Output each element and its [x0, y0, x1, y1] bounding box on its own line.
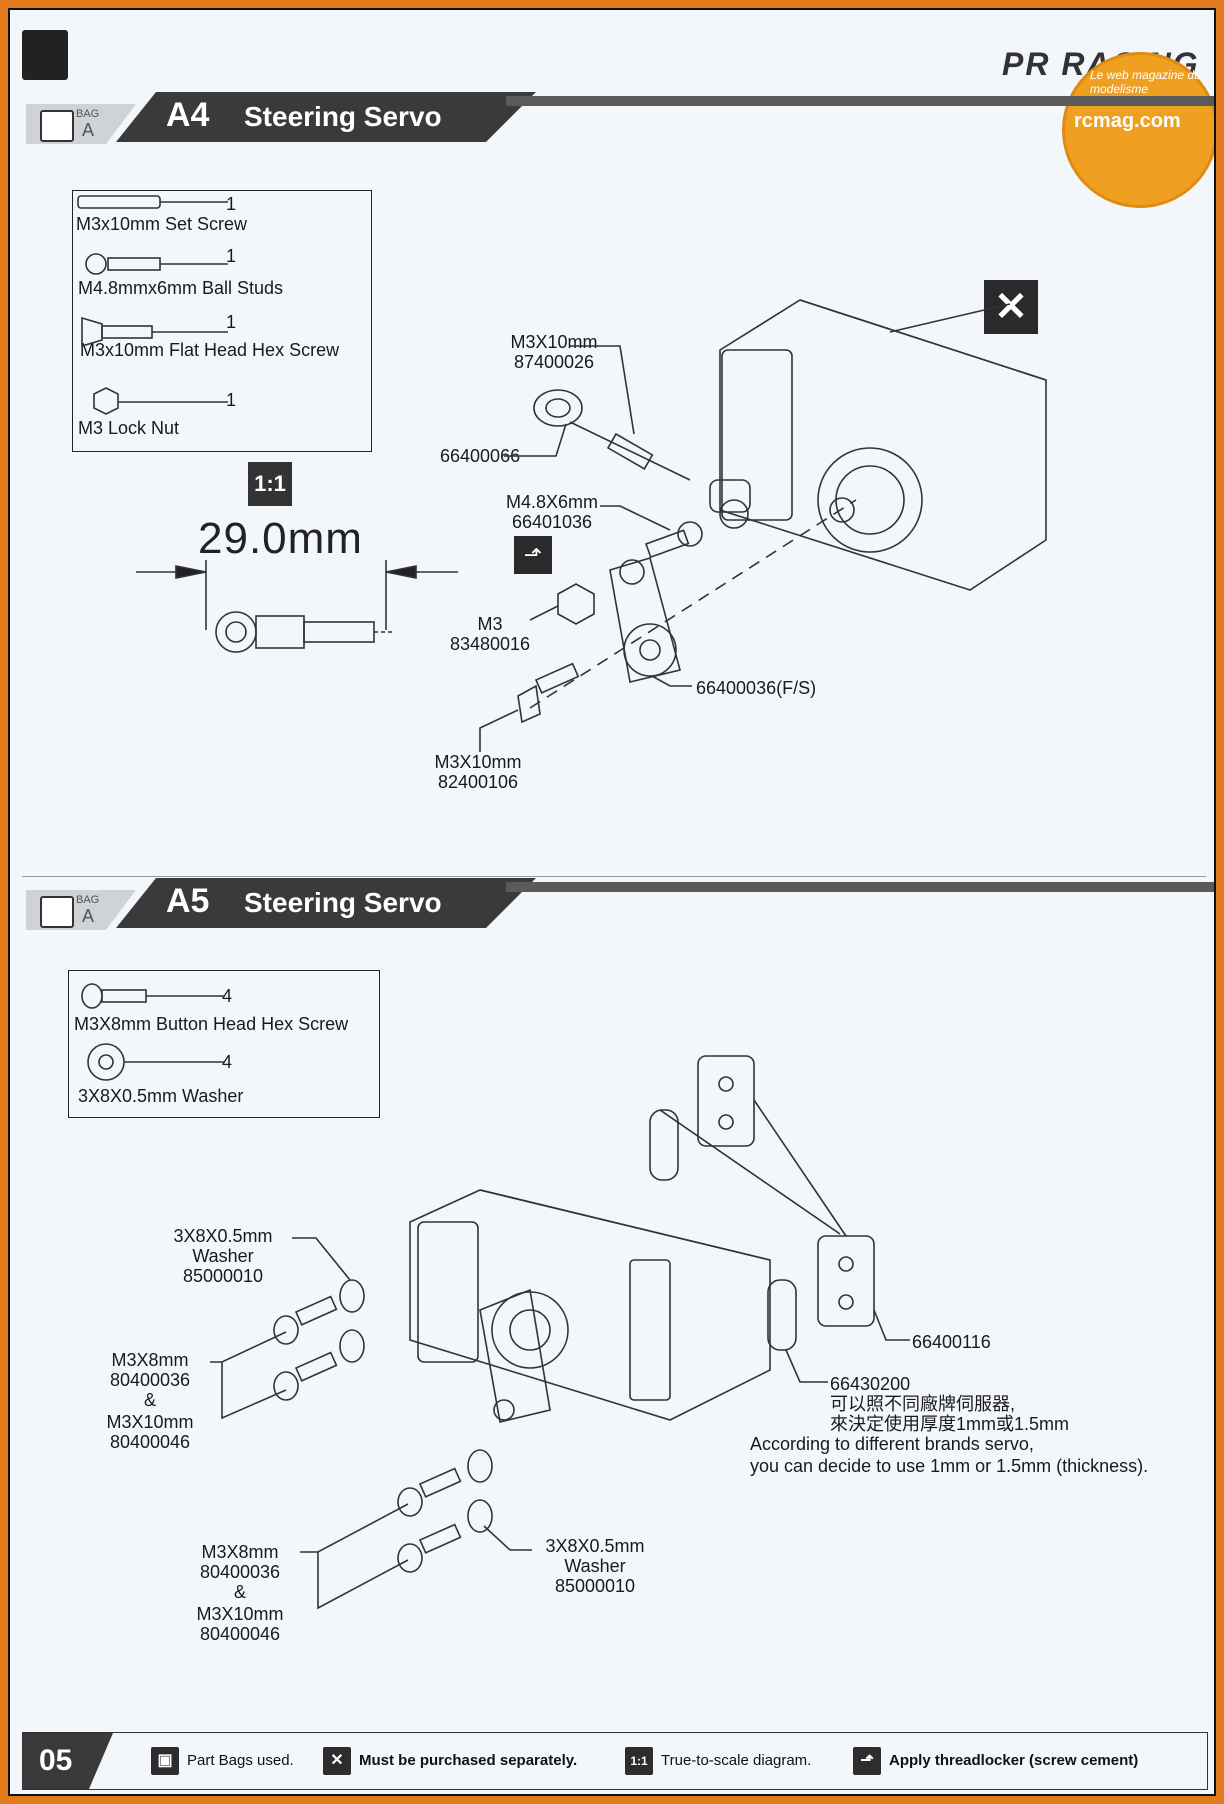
part-name: M3x10mm Set Screw [76, 214, 248, 234]
callout-setscrew-code: 87400026 [513, 352, 595, 372]
callout-nut-code: 83480016 [449, 634, 531, 654]
callout-mount-code: 66400116 [912, 1332, 991, 1352]
bag-icon [40, 896, 74, 928]
bag-label: BAG [76, 108, 100, 120]
rcmag-badge-text: rcmag.com [1074, 110, 1181, 132]
callout-screw-size: M3X10mm [106, 1412, 194, 1432]
step-code: A4 [166, 96, 210, 134]
callout-nut-size: M3 [477, 614, 503, 634]
callout-setscrew-size: M3X10mm [510, 332, 598, 352]
callout-and: & [143, 1390, 156, 1410]
part-qty: 1 [226, 194, 237, 214]
manual-page: PR RACING Le web magazine du modelisme r… [8, 8, 1216, 1796]
callout-washer-size: 3X8X0.5mm [545, 1536, 645, 1556]
callout-washer-code: 85000010 [554, 1576, 636, 1596]
legend-text: Must be purchased separately. [359, 1752, 578, 1769]
rcmag-badge [1062, 52, 1214, 208]
parts-box-a5 [68, 970, 380, 1118]
step-title: Steering Servo [244, 887, 442, 918]
section-divider [22, 876, 1206, 877]
footer-legend: 05 ▣ Part Bags used. ✕ Must be purchased… [22, 1732, 1208, 1790]
bag-label: BAG [76, 894, 100, 906]
legend-text: Apply threadlocker (screw cement) [889, 1752, 1139, 1769]
callout-and: & [233, 1582, 246, 1602]
bag-icon [40, 110, 74, 142]
part-name: M3 Lock Nut [78, 418, 180, 438]
part-qty: 4 [222, 986, 233, 1006]
callout-shim-note-cn: 來決定使用厚度1mm或1.5mm [830, 1414, 1070, 1434]
part-qty: 1 [226, 390, 237, 410]
page-number: 05 [23, 1733, 113, 1789]
callout-shim-note-en: According to different brands servo, [750, 1434, 1034, 1454]
callout-screw-code: 80400036 [199, 1562, 281, 1582]
threadlocker-icon: ⬏ [853, 1747, 881, 1775]
part-name: 3X8X0.5mm Washer [78, 1086, 244, 1106]
callout-shim-code: 66430200 [830, 1374, 911, 1394]
callout-screw-code: 82400106 [437, 772, 519, 792]
callout-screw-size: M3X10mm [434, 752, 522, 772]
callout-screw-size: M3X8mm [201, 1542, 279, 1562]
part-qty: 1 [226, 246, 237, 266]
section-header-a4: BAG A A4 Steering Servo [26, 82, 1214, 144]
callout-rodend-code: 66400066 [440, 446, 521, 466]
callout-screw-size: M3X8mm [111, 1350, 189, 1370]
callout-shim-note-cn: 可以照不同廠牌伺服器, [830, 1394, 1015, 1414]
callout-screw-code: 80400046 [109, 1432, 191, 1452]
rcmag-badge-sub: Le web magazine du modelisme [1090, 68, 1201, 96]
bag-letter: A [82, 906, 95, 926]
legend-text: Part Bags used. [187, 1752, 294, 1769]
callout-shim-note-en: you can decide to use 1mm or 1.5mm (thic… [750, 1456, 1149, 1476]
callout-screw-code: 80400046 [199, 1624, 281, 1644]
callout-washer-code: 85000010 [182, 1266, 264, 1286]
callout-ballstud-size: M4.8X6mm [505, 492, 599, 512]
car-icon [22, 30, 68, 80]
part-name: M3X8mm Button Head Hex Screw [74, 1014, 349, 1034]
callout-washer-size: 3X8X0.5mm [173, 1226, 273, 1246]
part-name: M4.8mmx6mm Ball Studs [78, 278, 284, 298]
dimension-label: 29.0mm [198, 514, 363, 563]
step-title: Steering Servo [244, 101, 442, 132]
callout-screw-code: 80400036 [109, 1370, 191, 1390]
bag-letter: A [82, 120, 95, 140]
section-header-a5: BAG A A5 Steering Servo [26, 868, 1214, 930]
callout-washer-name: Washer [564, 1556, 626, 1576]
legend-text: True-to-scale diagram. [661, 1752, 812, 1769]
part-name: M3x10mm Flat Head Hex Screw [80, 340, 340, 360]
scale-icon: 1:1 [625, 1747, 653, 1775]
scale-icon: 1:1 [248, 462, 292, 506]
bag-icon: ▣ [151, 1747, 179, 1775]
callout-horn-code: 66400036(F/S) [696, 678, 817, 698]
part-qty: 1 [226, 312, 237, 332]
assembly-drawings [77, 195, 1047, 1610]
purchase-separately-icon: ✕ [984, 280, 1038, 334]
callout-washer-name: Washer [192, 1246, 254, 1266]
part-qty: 4 [222, 1052, 233, 1072]
callout-ballstud-code: 66401036 [511, 512, 593, 532]
step-code: A5 [166, 882, 210, 920]
callout-screw-size: M3X10mm [196, 1604, 284, 1624]
threadlocker-icon: ⬏ [514, 536, 552, 574]
parts-box-a4 [72, 190, 372, 452]
x-icon: ✕ [323, 1747, 351, 1775]
